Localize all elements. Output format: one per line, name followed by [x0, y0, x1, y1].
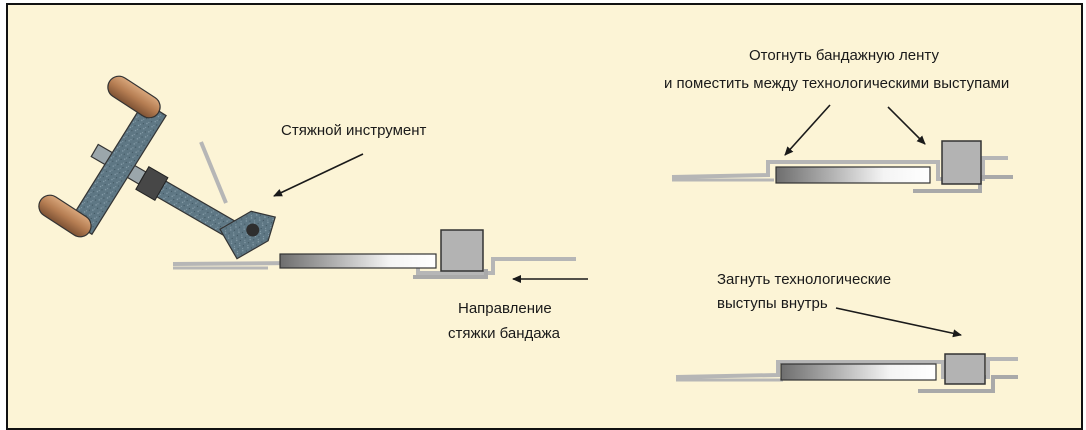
tool-arrow: [273, 153, 364, 197]
lower-band-strip: [780, 363, 937, 381]
diagram-canvas: Стяжной инструмент Направление стяжки ба…: [38, 47, 1018, 393]
tool-blade: [199, 141, 228, 204]
fold-label-line1: Загнуть технологические: [717, 271, 891, 288]
bend-arrow-left: [784, 104, 831, 156]
tool-head-bolt: [246, 223, 260, 237]
left-buckle: [440, 229, 484, 272]
upper-grip: [107, 75, 161, 119]
lower-buckle: [944, 353, 986, 385]
tool-head-body: [219, 210, 277, 260]
tool-label: Стяжной инструмент: [281, 122, 427, 139]
direction-label-line1: Направление: [458, 300, 552, 317]
left-assembly: [38, 75, 576, 279]
upper-buckle: [941, 140, 982, 185]
upper-right-assembly: [671, 140, 1013, 193]
bend-label-line2: и поместить между технологическими высту…: [664, 75, 1009, 92]
lower-grip-body: [38, 194, 92, 238]
tool-head: [219, 210, 277, 260]
upper-band-guide: [671, 156, 1008, 181]
lower-grip: [38, 194, 92, 238]
fold-arrow: [835, 307, 962, 338]
direction-label-line2: стяжки бандажа: [448, 325, 561, 342]
left-band-strip: [279, 253, 437, 269]
tool-collar: [135, 166, 169, 201]
bend-arrow-right: [887, 106, 926, 145]
left-bracket: [413, 269, 488, 279]
upper-band-strip: [775, 166, 931, 184]
lower-right-assembly: [675, 353, 1018, 393]
fold-label-line2: выступы внутрь: [717, 295, 828, 312]
diagram-frame: Стяжной инструмент Направление стяжки ба…: [6, 3, 1083, 430]
lower-bracket: [918, 375, 1018, 393]
bend-label-line1: Отогнуть бандажную ленту: [749, 47, 939, 64]
upper-grip-body: [107, 75, 161, 119]
lower-band-guide: [675, 357, 1018, 379]
